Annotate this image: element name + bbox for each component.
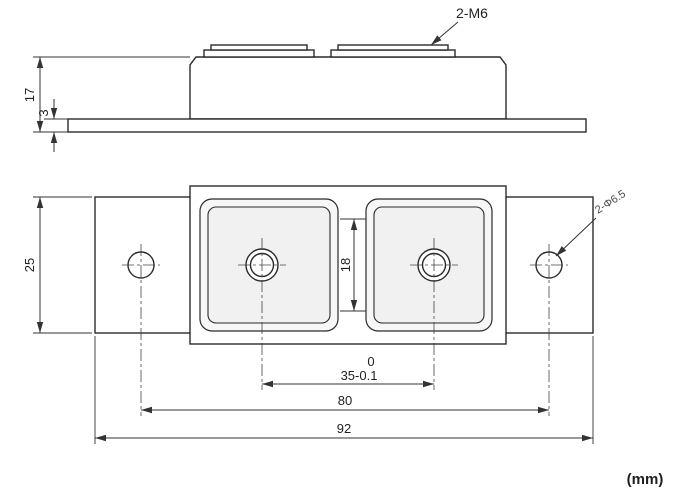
side-view <box>67 44 587 133</box>
dim-plate-width-label: 25 <box>22 258 37 272</box>
terminal-left-top <box>210 44 308 51</box>
dim-thickness-label: 3 <box>36 109 51 116</box>
side-view-dimensions: 2-M6 17 3 <box>22 5 488 152</box>
terminal-right-base <box>330 49 456 58</box>
dim-opening-label: 18 <box>338 258 353 272</box>
baseplate-profile <box>67 118 587 133</box>
plan-view <box>94 185 594 416</box>
dim-hole-spacing-label: 80 <box>338 393 352 408</box>
dim-height-label: 17 <box>22 88 37 102</box>
terminal-thread-label: 2-M6 <box>456 5 488 21</box>
mounting-hole-label: 2-Φ6.5 <box>593 188 628 217</box>
hole-leader-line <box>555 217 597 257</box>
unit-label: (mm) <box>627 471 664 488</box>
terminal-right-top <box>337 44 449 51</box>
terminal-left-base <box>203 49 315 58</box>
thread-leader-line <box>430 21 459 46</box>
plan-view-dimensions: 2-Φ6.5 25 18 0 35-0.1 80 92 <box>22 188 628 444</box>
dim-overall-length-label: 92 <box>337 421 351 436</box>
module-body-profile <box>189 56 507 120</box>
dim-tolerance-upper-label: 0 <box>367 354 374 369</box>
dim-terminal-spacing-label: 35-0.1 <box>341 368 378 383</box>
